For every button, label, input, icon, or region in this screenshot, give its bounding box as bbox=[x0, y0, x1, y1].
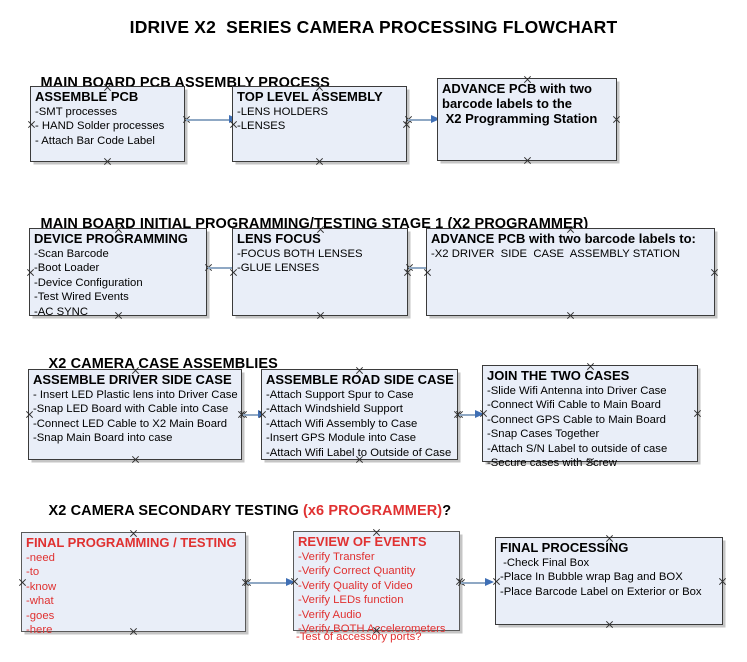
node-overflow-line-review-of-events: -Test of accessory ports? bbox=[296, 631, 422, 643]
node-line: -Attach Windshield Support bbox=[266, 403, 403, 416]
node-line: -LENSES bbox=[237, 120, 286, 133]
resize-handle-bottom[interactable] bbox=[523, 156, 532, 165]
connector-line bbox=[461, 582, 485, 584]
node-assemble-pcb[interactable]: ASSEMBLE PCB -SMT processes - HAND Solde… bbox=[30, 86, 185, 162]
node-line: -Check Final Box bbox=[500, 557, 590, 569]
node-line: -Snap Main Board into case bbox=[33, 432, 173, 445]
node-line: -Scan Barcode bbox=[34, 248, 109, 260]
node-top-level-assembly[interactable]: TOP LEVEL ASSEMBLY -LENS HOLDERS -LENSES bbox=[232, 86, 407, 162]
resize-handle-left[interactable] bbox=[423, 268, 432, 277]
connector-top-level-assembly-to-advance-pcb bbox=[408, 115, 440, 124]
node-header: REVIEW OF EVENTS bbox=[298, 534, 427, 549]
node-line: -SMT processes bbox=[35, 106, 118, 118]
node-header: FINAL PROGRAMMING / TESTING bbox=[26, 535, 237, 550]
connector-road-side-to-join-cases bbox=[459, 410, 484, 419]
connector-line bbox=[459, 414, 475, 416]
connector-review-of-events-to-final-processing bbox=[461, 578, 494, 587]
node-line: -Insert GPS Module into Case bbox=[266, 432, 417, 445]
node-line: -Connect LED Cable to X2 Main Board bbox=[33, 417, 228, 430]
node-line: -Attach Wifi Label to Outside of Case bbox=[266, 446, 452, 459]
resize-handle-bottom[interactable] bbox=[605, 620, 614, 629]
node-assemble-road-side-case[interactable]: ASSEMBLE ROAD SIDE CASE -Attach Support … bbox=[261, 369, 458, 460]
node-line: -Place Barcode Label on Exterior or Box bbox=[500, 585, 702, 598]
node-header: ASSEMBLE DRIVER SIDE CASE bbox=[33, 372, 232, 387]
node-line: -here bbox=[26, 624, 53, 637]
node-line: -Connect GPS Cable to Main Board bbox=[487, 413, 666, 426]
node-line: -goes bbox=[26, 609, 55, 622]
resize-handle-bottom[interactable] bbox=[315, 157, 324, 166]
resize-handle-bottom[interactable] bbox=[131, 455, 140, 464]
node-line: -Snap LED Board with Cable into Case bbox=[33, 403, 229, 416]
node-header: DEVICE PROGRAMMING bbox=[34, 231, 188, 246]
arrowhead-icon bbox=[485, 578, 494, 586]
connector-line bbox=[208, 267, 233, 269]
node-line: - Attach Bar Code Label bbox=[35, 134, 155, 147]
node-header: ADVANCE PCB with two barcode labels to: bbox=[431, 231, 696, 246]
connector-line bbox=[243, 414, 258, 416]
node-line: -know bbox=[26, 580, 57, 593]
node-line: -Attach Wifi Assembly to Case bbox=[266, 417, 418, 430]
node-header: TOP LEVEL ASSEMBLY bbox=[237, 89, 383, 104]
node-line: -Secure cases with Screw bbox=[487, 457, 617, 470]
node-line: -Verify Correct Quantity bbox=[298, 565, 416, 578]
node-header: ADVANCE PCB with two barcode labels to t… bbox=[442, 81, 598, 126]
node-assemble-driver-side-case[interactable]: ASSEMBLE DRIVER SIDE CASE - Insert LED P… bbox=[28, 369, 242, 460]
node-line: -Attach Support Spur to Case bbox=[266, 389, 414, 401]
connector-line bbox=[408, 119, 431, 121]
node-final-programming-testing[interactable]: FINAL PROGRAMMING / TESTING -need -to -k… bbox=[21, 532, 246, 636]
node-line: -Verify LEDs function bbox=[298, 594, 404, 607]
node-lens-focus[interactable]: LENS FOCUS -FOCUS BOTH LENSES -GLUE LENS… bbox=[232, 228, 408, 316]
node-line: -what bbox=[26, 595, 54, 608]
node-header: ASSEMBLE ROAD SIDE CASE bbox=[266, 372, 454, 387]
connector-final-programming-to-review-of-events bbox=[247, 578, 295, 587]
connector-line bbox=[186, 119, 229, 121]
node-line: -LENS HOLDERS bbox=[237, 106, 329, 118]
node-line: -AC SYNC bbox=[34, 305, 88, 318]
node-line: -Verify BOTH Accelerometers bbox=[298, 623, 446, 636]
node-advance-pcb-to-x2-programming-station[interactable]: ADVANCE PCB with two barcode labels to t… bbox=[437, 78, 617, 161]
node-line: -need bbox=[26, 552, 55, 564]
node-line: -Snap Cases Together bbox=[487, 428, 600, 441]
node-line: - Insert LED Plastic lens into Driver Ca… bbox=[33, 389, 238, 401]
resize-handle-bottom[interactable] bbox=[566, 311, 575, 320]
node-join-the-two-cases[interactable]: JOIN THE TWO CASES -Slide Wifi Antenna i… bbox=[482, 365, 698, 469]
node-line: -Boot Loader bbox=[34, 262, 100, 275]
node-line: -Slide Wifi Antenna into Driver Case bbox=[487, 385, 667, 397]
resize-handle-bottom[interactable] bbox=[316, 311, 325, 320]
section-title-accent: (x6 PROGRAMMER) bbox=[302, 503, 443, 519]
node-line: -Place In Bubble wrap Bag and BOX bbox=[500, 571, 683, 584]
node-line: -Verify Quality of Video bbox=[298, 579, 413, 592]
section-title-x2-camera-secondary-testing: X2 CAMERA SECONDARY TESTING (x6 PROGRAMM… bbox=[32, 487, 452, 535]
connector-assemble-pcb-to-top-level-assembly bbox=[186, 115, 238, 124]
page-title: IDRIVE X2 SERIES CAMERA PROCESSING FLOWC… bbox=[129, 17, 618, 37]
node-line: -X2 DRIVER SIDE CASE ASSEMBLY STATION bbox=[431, 248, 681, 260]
node-line: -Test Wired Events bbox=[34, 291, 129, 304]
section-title-text: X2 CAMERA SECONDARY TESTING bbox=[48, 503, 303, 519]
node-line: -Device Configuration bbox=[34, 276, 143, 289]
node-final-processing[interactable]: FINAL PROCESSING -Check Final Box -Place… bbox=[495, 537, 723, 625]
node-device-programming[interactable]: DEVICE PROGRAMMING -Scan Barcode -Boot L… bbox=[29, 228, 207, 318]
node-header: ASSEMBLE PCB bbox=[35, 89, 139, 104]
section-title-x2-camera-case-assemblies: X2 CAMERA CASE ASSEMBLIES bbox=[32, 340, 278, 388]
section-title-suffix: ? bbox=[442, 503, 452, 519]
node-line: -Attach S/N Label to outside of case bbox=[487, 442, 668, 455]
resize-handle-right[interactable] bbox=[710, 268, 719, 277]
node-header: JOIN THE TWO CASES bbox=[487, 368, 630, 383]
node-line: -Verify Transfer bbox=[298, 551, 375, 563]
section-title-text: X2 CAMERA CASE ASSEMBLIES bbox=[48, 356, 278, 372]
node-header: FINAL PROCESSING bbox=[500, 540, 629, 555]
node-line: -to bbox=[26, 566, 40, 579]
node-line: -Verify Audio bbox=[298, 608, 362, 621]
connector-line bbox=[247, 582, 286, 584]
resize-handle-bottom[interactable] bbox=[103, 157, 112, 166]
node-header: LENS FOCUS bbox=[237, 231, 321, 246]
node-line: -Connect Wifi Cable to Main Board bbox=[487, 399, 661, 412]
node-line: -FOCUS BOTH LENSES bbox=[237, 248, 363, 260]
node-line: - HAND Solder processes bbox=[35, 120, 165, 133]
node-advance-pcb-to-driver-side-case-assembly[interactable]: ADVANCE PCB with two barcode labels to: … bbox=[426, 228, 715, 316]
node-review-of-events[interactable]: REVIEW OF EVENTS -Verify Transfer -Verif… bbox=[293, 531, 460, 635]
node-line: -GLUE LENSES bbox=[237, 262, 320, 275]
